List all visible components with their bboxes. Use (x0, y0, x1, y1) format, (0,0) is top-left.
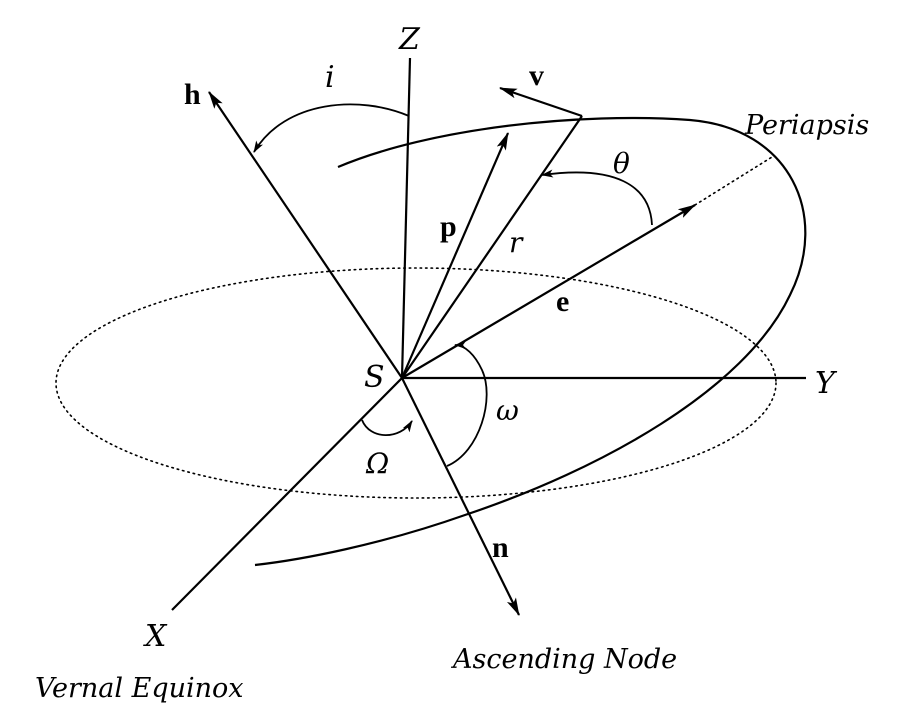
x-axis-label: X (143, 619, 168, 654)
n-vector-label: n (492, 531, 509, 564)
orbit-ellipse (254, 116, 807, 567)
reference-plane-ellipse (55, 267, 777, 499)
angle-omega-big-label: Ω (365, 447, 389, 480)
ascending-node-label: Ascending Node (450, 644, 677, 675)
z-axis (400, 57, 412, 379)
p-vector (400, 132, 510, 379)
origin-s-label: S (364, 360, 385, 395)
angle-omega-small-label: ω (496, 394, 519, 427)
r-vector-label: r (509, 226, 524, 259)
h-vector-label: h (184, 78, 201, 111)
angle-omega-small-arc (446, 341, 488, 467)
e-vector (401, 204, 696, 379)
angle-theta-arc (541, 169, 653, 226)
angle-omega-big-arc (361, 419, 413, 436)
periapsis-label: Periapsis (744, 110, 869, 141)
r-vector (401, 115, 583, 379)
angle-i-arc (253, 103, 410, 153)
v-vector (499, 86, 583, 118)
x-axis (171, 377, 403, 611)
v-vector-label: v (529, 59, 544, 92)
p-vector-label: p (440, 210, 457, 243)
e-vector-label: e (556, 285, 569, 318)
vernal-equinox-label: Vernal Equinox (35, 673, 244, 704)
angle-theta-label: θ (613, 147, 630, 180)
y-axis-label: Y (815, 366, 838, 401)
periapsis-dotted-line (694, 156, 773, 206)
z-axis-label: Z (398, 22, 421, 57)
angle-i-label: i (325, 60, 335, 95)
h-vector (208, 91, 403, 379)
n-vector (401, 377, 520, 616)
